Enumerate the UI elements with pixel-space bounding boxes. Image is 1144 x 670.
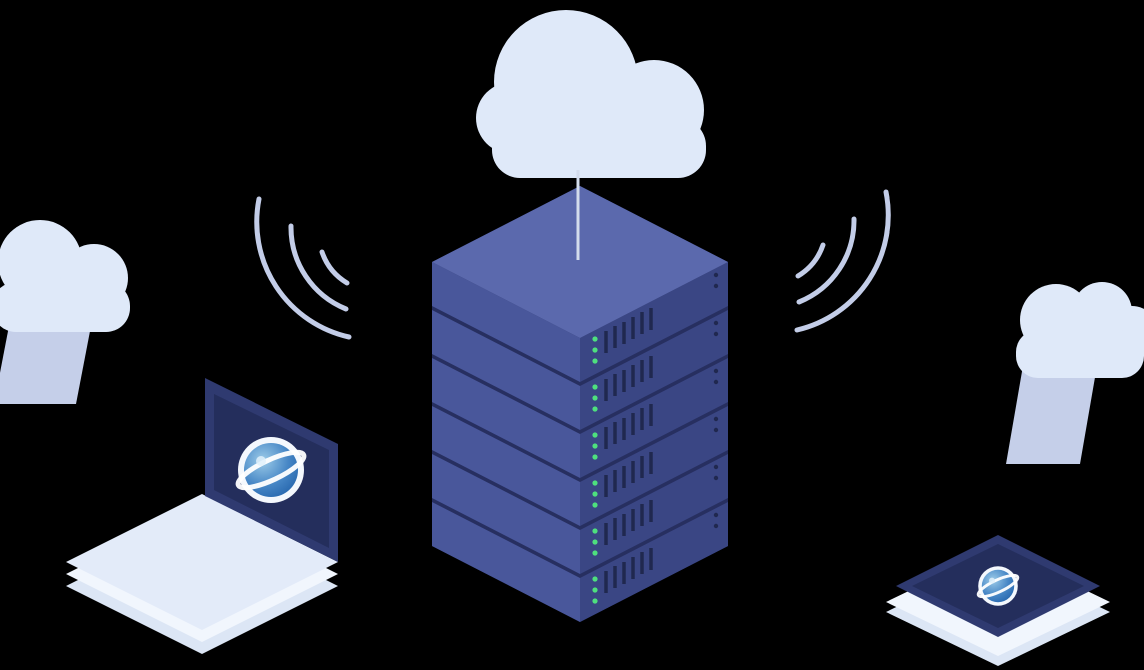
signal-arc-inner (795, 242, 826, 279)
signal-arc-outer (794, 189, 891, 333)
wifi-signal-left (254, 196, 352, 340)
signal-arc-outer (254, 196, 352, 340)
laptop-icon (66, 378, 338, 654)
cloud-base (1016, 330, 1144, 378)
signal-arc-inner (319, 249, 350, 286)
cloud-icon (0, 220, 130, 332)
cloud-icon (1016, 282, 1144, 378)
signal-arc-middle (288, 223, 349, 312)
right-cloud-group (1006, 282, 1144, 464)
right-cloud-beam (1006, 360, 1098, 464)
server-rack-icon (430, 186, 730, 624)
top-cloud-group (476, 10, 706, 178)
tablet-icon (886, 535, 1110, 666)
cloud-base (0, 282, 130, 332)
server-top-face (432, 186, 728, 338)
left-cloud-group (0, 220, 130, 404)
wifi-signal-right (794, 189, 891, 333)
cloud-base (492, 118, 706, 178)
signal-arc-middle (796, 216, 857, 305)
